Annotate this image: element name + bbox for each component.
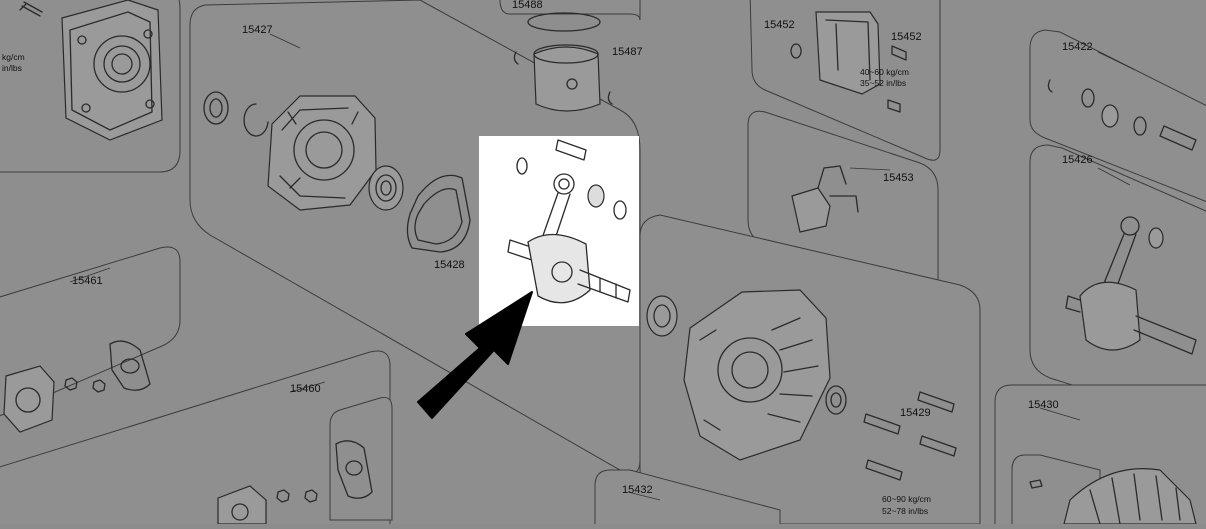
screw-15429-b [863,413,901,435]
screw-top-left [19,1,43,17]
piston-ring-15488 [527,12,601,32]
clip-15422 [1047,79,1053,93]
arrow-icon [417,291,533,419]
gasket-15461 [109,340,151,391]
nut-15460-a [276,489,290,503]
callout-15429: 15429 [900,407,931,419]
callout-15428: 15428 [434,259,465,271]
callout-15422: 15422 [1062,41,1093,53]
small-parts-15422 [1047,79,1197,151]
clip-left [513,51,519,65]
spec-bottom-line2: 52~78 in/lbs [882,506,928,516]
callout-15453: 15453 [883,172,914,184]
crank-web-right [1079,281,1141,351]
screw-15429-a [917,391,955,413]
washer-small [516,157,528,175]
bearing-left [368,165,404,211]
washer-15422 [1081,88,1095,108]
switch-wires [817,165,859,213]
bearing-right [646,295,678,337]
screw-15429-c [919,435,957,457]
callout-15461: 15461 [72,275,103,287]
circlip-left [243,103,269,137]
conrod-small-end [553,173,575,195]
callout-15427: 15427 [242,24,273,36]
conrod-small-end-right [1120,216,1140,236]
gasket-15460 [335,440,373,499]
ignition-coil-15452 [815,11,881,95]
intake-drawing [3,340,151,433]
callout-15452-right: 15452 [891,31,922,43]
crankshaft-right-drawing [1065,216,1197,355]
cylinder-bore [93,35,151,93]
coil-spacer [790,43,802,59]
needle-bearing-15422 [1101,104,1119,128]
crankcase-half-right [683,289,831,461]
needle-bearing-right [1148,227,1164,249]
carb-adapter-drawing [217,440,373,525]
crankcase-right-drawing [646,289,847,461]
needle-bearing [587,184,605,208]
panel-15488 [499,0,641,21]
piston-15487 [533,46,601,112]
crankcase-half-drawing [203,91,471,253]
callout-15430: 15430 [1028,399,1059,411]
nut-15461-b [92,379,106,393]
callout-15488: 15488 [512,0,543,11]
panel-15460-gasket [329,397,393,521]
piston-pin-15422 [1159,125,1197,151]
crank-shaft-right [577,269,631,303]
spec-bottom-line1: 60~90 kg/cm [882,494,931,504]
piston-drawing [513,12,613,112]
highlighted-crankshaft-group [479,136,639,326]
flywheel-drawing [1029,468,1197,525]
spec-left-line1: kg/cm [2,52,25,62]
clip-right [607,91,613,105]
callout-15460: 15460 [290,383,321,395]
callout-labels: 15488 15427 15487 15452 15452 15422 1545… [72,0,1093,496]
panel-15432 [594,469,781,529]
callout-15487: 15487 [612,46,643,58]
oil-seal-right [825,385,847,415]
nut-15461-a [64,377,78,391]
oil-seal-left [203,91,229,125]
coil-screw-lower [887,99,901,113]
cylinder-block-drawing [19,0,163,141]
intake-adapter-15461 [3,365,55,433]
callout-15452-left: 15452 [764,19,795,31]
screws-15429 [863,391,957,481]
spec-mid-line2: 35~52 in/lbs [860,78,906,88]
screw-15429-d [865,459,903,481]
crank-web [527,233,591,304]
flywheel-15430 [1063,468,1197,525]
thrust-washer [613,200,627,220]
piston-pin [555,139,587,161]
stop-switch-15453 [791,187,831,233]
ignition-coil-drawing [790,11,907,113]
gasket-15428 [406,174,471,253]
callout-15432: 15432 [622,484,653,496]
key-15430 [1029,479,1043,489]
callout-15426: 15426 [1062,154,1093,166]
nut-15460-b [304,489,318,503]
crank-shaft-end-right [1133,315,1197,355]
stop-switch-drawing [791,165,891,233]
spec-mid-line1: 40~60 kg/cm [860,67,909,77]
coil-screw-upper [891,45,907,61]
thrust-washer-15422 [1133,116,1147,136]
cylinder-block [61,0,163,141]
carb-adapter-15460 [217,485,267,525]
spec-left-line2: in/lbs [2,63,22,73]
